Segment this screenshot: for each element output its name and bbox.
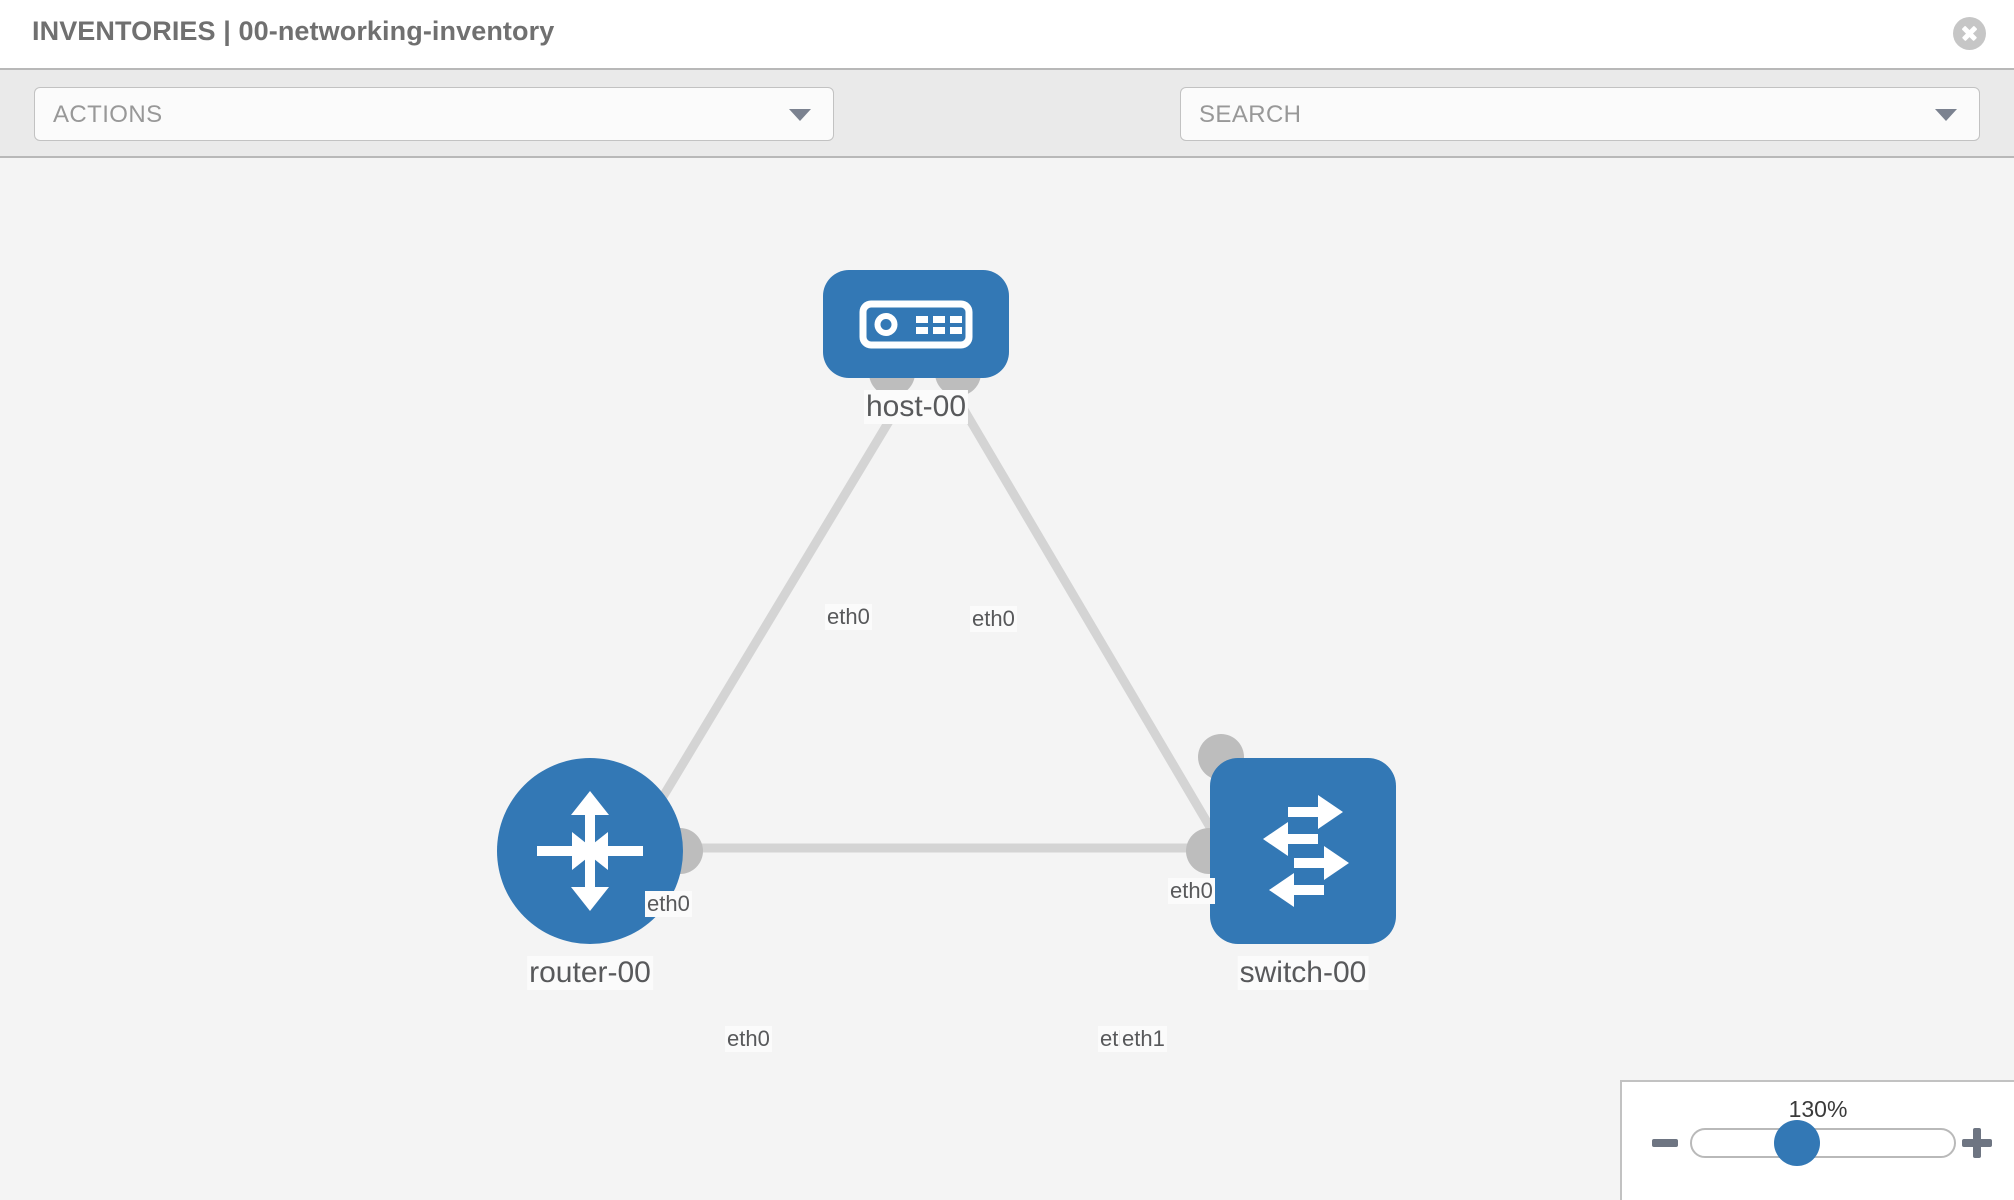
- node-router-label: router-00: [527, 956, 653, 990]
- search-input-placeholder: SEARCH: [1199, 101, 1302, 128]
- edge-label-host-right: eth0: [970, 606, 1017, 632]
- page-title: INVENTORIES | 00-networking-inventory: [32, 16, 555, 46]
- actions-dropdown[interactable]: ACTIONS: [34, 87, 834, 141]
- edge-label-host-left: eth0: [825, 604, 872, 630]
- node-host-00[interactable]: host-00: [823, 270, 1009, 424]
- zoom-slider-track[interactable]: [1690, 1128, 1956, 1158]
- zoom-in-button[interactable]: [1962, 1128, 1992, 1158]
- node-host-label: host-00: [863, 390, 969, 424]
- toolbar: ACTIONS SEARCH: [0, 68, 2014, 202]
- chevron-down-icon[interactable]: [1935, 109, 1957, 121]
- node-switch-00[interactable]: switch-00: [1186, 734, 1396, 990]
- zoom-control-panel: 130%: [1620, 1080, 2014, 1200]
- plus-icon-vertical: [1973, 1128, 1981, 1158]
- topology-canvas[interactable]: host-00: [0, 158, 2014, 1200]
- close-icon[interactable]: [1953, 17, 1986, 50]
- actions-dropdown-label: ACTIONS: [53, 101, 163, 128]
- search-input[interactable]: SEARCH: [1180, 87, 1980, 141]
- chevron-down-icon: [789, 109, 811, 121]
- switch-arrows-icon: [1263, 795, 1349, 907]
- node-switch-label: switch-00: [1237, 956, 1369, 990]
- edge-label-switch-up: eth0: [1168, 878, 1215, 904]
- server-appliance-icon: [859, 300, 973, 349]
- router-arrows-icon: [537, 791, 643, 911]
- page-header: INVENTORIES | 00-networking-inventory: [0, 0, 2014, 68]
- zoom-out-button[interactable]: [1652, 1130, 1678, 1156]
- minus-icon: [1652, 1139, 1678, 1147]
- edge-label-router-right: eth0: [725, 1026, 772, 1052]
- zoom-slider-thumb[interactable]: [1774, 1120, 1820, 1166]
- node-host-shape: [823, 270, 1009, 378]
- edge-label-switch-left-b: eth1: [1120, 1026, 1167, 1052]
- zoom-level-value: 130%: [1788, 1096, 1848, 1122]
- node-switch-shape: [1210, 758, 1396, 944]
- link-host-switch: [956, 400, 1244, 881]
- edge-label-router-up: eth0: [645, 891, 692, 917]
